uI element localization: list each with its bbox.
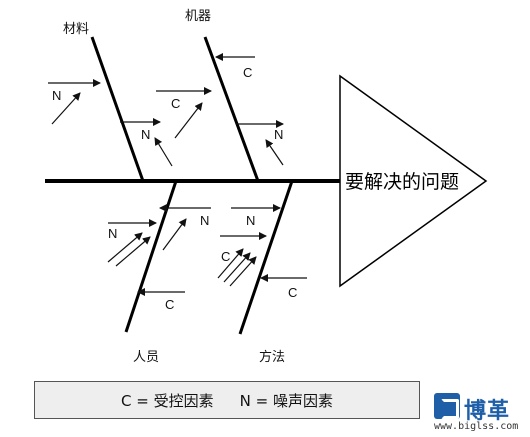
cause-people-3: C (137, 288, 185, 312)
cause-label: N (200, 213, 209, 228)
problem-label: 要解决的问题 (345, 171, 459, 193)
cause-label: N (108, 226, 117, 241)
cause-label: N (246, 213, 255, 228)
category-people: 人员 (133, 350, 159, 365)
brand-icon (434, 393, 460, 419)
cause-methods-3: C (260, 274, 307, 300)
legend: C = 受控因素 N = 噪声因素 (34, 381, 420, 419)
cause-label: N (141, 127, 150, 142)
cause-people-1: N (107, 219, 157, 267)
cause-methods-2: C (217, 232, 267, 287)
cause-machines-3: N (236, 120, 284, 166)
cause-label: N (274, 127, 283, 142)
cause-label: C (171, 96, 180, 111)
category-methods: 方法 (259, 349, 285, 365)
brand-name: 博革 (464, 399, 511, 424)
legend-noise: N = 噪声因素 (239, 391, 333, 410)
brand-logo: 博革 www.biglss.com (434, 393, 526, 433)
cause-label: C (243, 65, 252, 80)
cause-materials-2: N (120, 118, 173, 167)
cause-methods-1: N (231, 204, 281, 228)
bone-materials (90, 36, 145, 182)
bone-people (124, 180, 178, 333)
bone-methods (238, 180, 294, 335)
cause-label: C (288, 285, 297, 300)
category-machines: 机器 (185, 9, 211, 24)
category-materials: 材料 (63, 22, 89, 37)
cause-label: N (52, 88, 61, 103)
problem-head (339, 74, 488, 288)
cause-machines-1: C (215, 53, 255, 80)
cause-materials-1: N (48, 79, 101, 125)
cause-people-2: N (159, 204, 211, 251)
brand-url: www.biglss.com (434, 421, 519, 432)
legend-controlled: C = 受控因素 (121, 391, 214, 410)
cause-label: C (221, 249, 230, 264)
bone-machines (203, 36, 260, 182)
cause-label: C (165, 297, 174, 312)
cause-machines-2: C (156, 87, 212, 139)
